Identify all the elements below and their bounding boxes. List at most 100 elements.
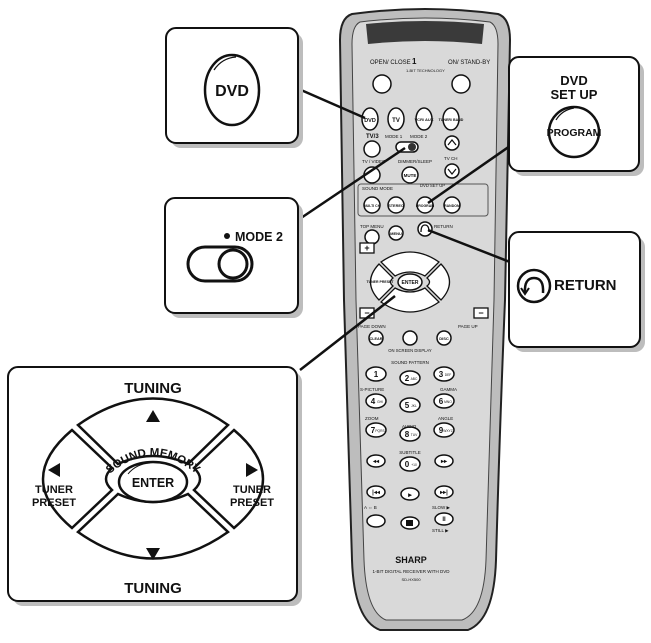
- tv-ch-label: TV CH: [444, 156, 458, 161]
- button-shine: [555, 107, 575, 121]
- tuner-preset-right-line2: PRESET: [230, 497, 274, 509]
- keypad-button-7[interactable]: [365, 422, 387, 438]
- on-standby-label: ON/ STAND-BY: [448, 60, 490, 66]
- keypad-button-6[interactable]: [433, 393, 455, 409]
- return-small-icon: [420, 224, 430, 233]
- vcr-aux-button[interactable]: [415, 107, 433, 131]
- menu-button[interactable]: [388, 225, 404, 241]
- dpad-down-small[interactable]: [379, 287, 441, 313]
- keypad-letters-0: +10: [411, 463, 417, 467]
- tuning-up-button[interactable]: [76, 397, 230, 466]
- tv-button[interactable]: [387, 107, 405, 131]
- leader-lines: [299, 88, 511, 371]
- keypad-button-1[interactable]: [365, 366, 387, 382]
- leader-mode2: [300, 146, 406, 220]
- tv-ch-down-button[interactable]: [444, 163, 460, 179]
- plus-icon: +: [364, 243, 369, 253]
- callout-mode2: MODE 2: [164, 197, 303, 318]
- play-button[interactable]: [400, 487, 420, 501]
- triangle-right-icon: [246, 463, 258, 477]
- pause-icon: II: [442, 517, 446, 523]
- tv-ch-up-button[interactable]: [444, 135, 460, 151]
- sound-pattern-label: SOUND PATTERN: [391, 360, 429, 365]
- top-menu-label: TOP MENU: [360, 224, 384, 229]
- keypad-letters-2: ABC: [411, 377, 418, 381]
- tuner-preset-right-line1: TUNER: [233, 484, 271, 496]
- skip-back-button[interactable]: [366, 485, 386, 499]
- keypad-button-9[interactable]: [433, 422, 455, 438]
- disc-button[interactable]: [436, 330, 452, 346]
- dvd-button[interactable]: [361, 107, 379, 131]
- a-b-button[interactable]: [366, 514, 386, 528]
- tuner-preset-right-button[interactable]: [192, 428, 265, 530]
- keypad-button-5[interactable]: [399, 397, 421, 413]
- tv3-button[interactable]: [363, 140, 381, 158]
- keypad-number-4: 4: [371, 397, 376, 406]
- dpad-up-small[interactable]: [379, 251, 441, 277]
- callout-dvd-button[interactable]: [203, 53, 261, 127]
- on-screen-button[interactable]: [402, 330, 418, 346]
- callout-program-button[interactable]: [547, 105, 601, 159]
- still-label: STILL ▶: [432, 528, 449, 533]
- enter-small-button[interactable]: [397, 273, 423, 291]
- stop-icon: [406, 520, 413, 526]
- subtitle-label: SUBTITLE: [399, 450, 421, 455]
- chevron-down-icon: [447, 168, 457, 175]
- callout-dvd-label: DVD: [215, 83, 249, 100]
- open-close-button[interactable]: [372, 74, 392, 94]
- menu-label: MENU: [390, 231, 402, 236]
- skip-forward-button[interactable]: [434, 485, 454, 499]
- rewind-button[interactable]: [366, 454, 386, 468]
- mute-label: MUTE: [404, 173, 417, 178]
- triangle-left-icon: [48, 463, 60, 477]
- fast-forward-icon: ▸▸: [440, 459, 448, 465]
- clear-label: CLEAR: [369, 337, 382, 341]
- callout-mode-switch-knob[interactable]: [217, 248, 249, 280]
- open-close-label: OPEN/ CLOSE: [370, 60, 411, 66]
- tuner-preset-left-button[interactable]: [41, 428, 114, 530]
- skip-forward-icon: ▸▸|: [439, 490, 448, 496]
- mute-button[interactable]: [401, 166, 419, 184]
- mode2-dot: [224, 233, 230, 239]
- rewind-icon: ◂◂: [372, 459, 380, 465]
- pause-button[interactable]: [434, 512, 454, 526]
- dvd-setup-title-2: SET UP: [551, 87, 598, 102]
- skip-back-icon: |◂◂: [372, 490, 381, 496]
- tuning-bottom-label: TUNING: [124, 580, 182, 597]
- clear-button[interactable]: [368, 330, 384, 346]
- keypad-number-9: 9: [439, 426, 444, 435]
- enter-button[interactable]: [117, 460, 189, 504]
- tuner-preset-left-line1: TUNER: [35, 484, 73, 496]
- keypad-button-0[interactable]: [399, 456, 421, 472]
- callout-dvd: DVD: [165, 27, 303, 148]
- program-small-label: PROGRAM: [416, 204, 434, 208]
- stereo-button[interactable]: [387, 196, 405, 214]
- keypad-button-2[interactable]: [399, 370, 421, 386]
- vcr-aux-label: VCR/ AUX: [415, 117, 434, 122]
- on-standby-button[interactable]: [451, 74, 471, 94]
- top-menu-button[interactable]: [364, 229, 380, 245]
- keypad-button-4[interactable]: [365, 393, 387, 409]
- volume-up-button[interactable]: [359, 242, 375, 254]
- disc-label: DISC: [439, 336, 449, 341]
- tv-button-label: TV: [392, 118, 400, 124]
- random-label: RANDOM: [444, 204, 460, 208]
- multi-ch-button[interactable]: [363, 196, 381, 214]
- tuner-band-button[interactable]: [442, 107, 460, 131]
- dpad-right-small[interactable]: [426, 263, 451, 301]
- sound-mode-label: SOUND MODE: [362, 186, 393, 191]
- random-button[interactable]: [443, 196, 461, 214]
- keypad-button-8[interactable]: [399, 426, 421, 442]
- mode-switch-knob: [408, 143, 416, 151]
- keypad-letters-3: DEF: [445, 373, 452, 377]
- dpad-left-small[interactable]: [369, 263, 394, 301]
- angle-label: ANGLE: [438, 416, 453, 421]
- keypad-button-3[interactable]: [433, 366, 455, 382]
- leader-dvd: [300, 88, 366, 120]
- keypad-number-5: 5: [405, 401, 410, 410]
- ch-down-button[interactable]: [473, 307, 489, 319]
- callout-return-button[interactable]: [516, 268, 552, 304]
- fast-forward-button[interactable]: [434, 454, 454, 468]
- return-small-button[interactable]: [417, 221, 433, 237]
